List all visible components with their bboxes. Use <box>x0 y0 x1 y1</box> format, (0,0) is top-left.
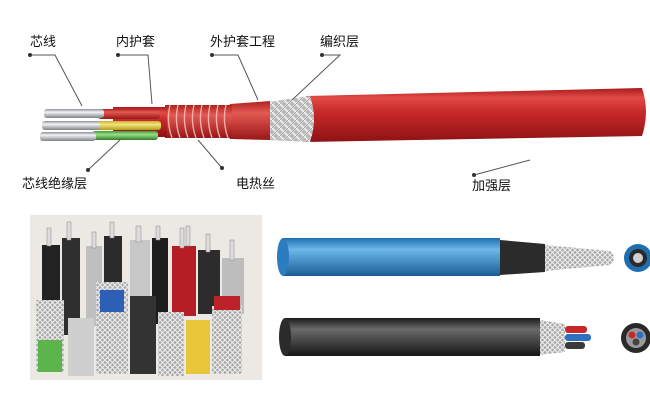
outer-sheath <box>227 101 270 140</box>
core-insulation-green <box>92 131 158 140</box>
blue-cable <box>277 238 650 276</box>
leader-inner-sheath <box>118 54 153 105</box>
leader-reinforcement <box>473 159 531 176</box>
reinforcement-sheath <box>302 88 646 142</box>
core-wire-2 <box>42 121 100 130</box>
heating-wire-coils <box>167 104 229 139</box>
label-reinforcement: 加强层 <box>472 179 512 194</box>
core-wire-3 <box>40 132 96 141</box>
label-core: 芯线 <box>30 35 57 50</box>
core-insulation-red <box>98 109 160 119</box>
label-braid: 编织层 <box>320 35 360 50</box>
label-outer-sheath: 外护套工程 <box>210 35 276 50</box>
label-inner-sheath: 内护套 <box>116 35 156 50</box>
sample-cables-front <box>36 282 242 376</box>
heating-wire-section <box>165 105 232 138</box>
black-cable <box>279 318 650 356</box>
braid-layer <box>268 96 314 142</box>
core-insulation-yellow <box>95 121 161 130</box>
leader-dots <box>28 53 476 177</box>
leader-lines <box>30 54 531 176</box>
core-wire-1 <box>44 109 104 118</box>
leader-heating-wire <box>197 139 223 169</box>
leader-braid <box>291 54 342 101</box>
cable-samples-photo <box>30 215 262 380</box>
leader-outer-sheath <box>212 54 259 101</box>
sample-conductor-tips <box>46 221 235 261</box>
label-heating-wire: 电热丝 <box>236 177 276 192</box>
heating-cable-cutaway <box>40 88 646 142</box>
leader-core-insulation <box>87 139 121 171</box>
label-core-insulation: 芯线绝缘层 <box>22 177 88 192</box>
leader-core <box>30 54 83 107</box>
